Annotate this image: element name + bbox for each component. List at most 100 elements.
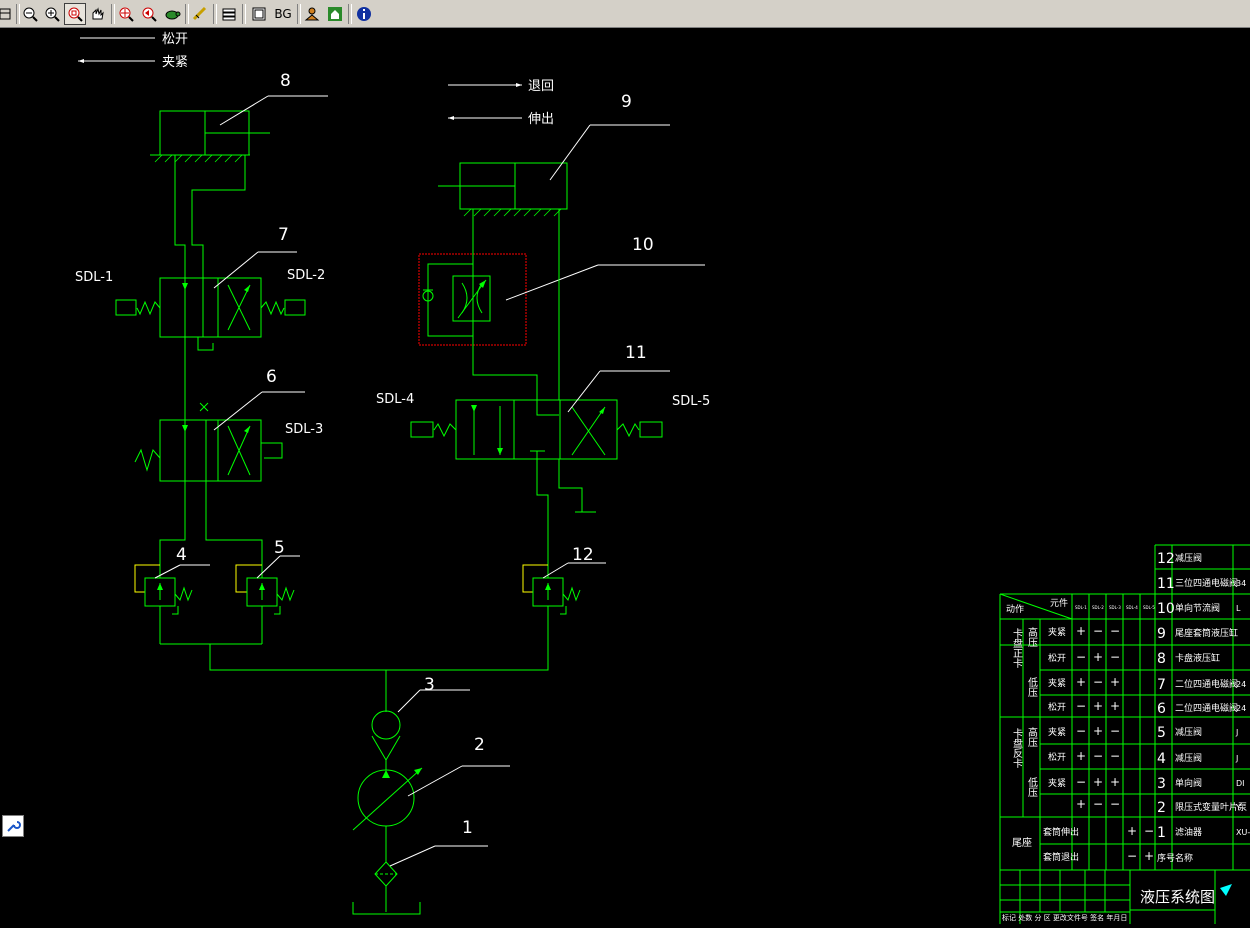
legend-right: 退回 伸出 (448, 79, 554, 127)
parts-list-no: 3 (1157, 776, 1166, 792)
high-pressure-2: 高压 (1026, 726, 1038, 748)
zoom-out-icon[interactable] (19, 3, 41, 25)
action-sign: − (1093, 797, 1103, 811)
group-tailstock: 尾座 (1012, 836, 1032, 849)
action-sign: + (1076, 624, 1086, 638)
label-5: 5 (274, 538, 285, 558)
parts-list-no: 4 (1157, 751, 1166, 767)
parts-list-no: 11 (1157, 576, 1175, 592)
col-sdl1: SDL-1 (1075, 605, 1087, 610)
action-label: 松开 (1048, 652, 1066, 664)
action-label: 松开 (1048, 751, 1066, 763)
throttle-valve-10[interactable] (418, 209, 705, 400)
label-9: 9 (621, 92, 632, 112)
parts-list-no: 1 (1157, 825, 1166, 841)
zoom-previous-icon[interactable] (138, 3, 160, 25)
label-3: 3 (424, 675, 435, 695)
action-label: 夹紧 (1048, 726, 1066, 738)
parts-list-no: 2 (1157, 800, 1166, 816)
header-element: 元件 (1050, 597, 1068, 609)
parts-list-name: 限压式变量叶片泵 (1175, 801, 1247, 813)
action-sign: − (1144, 824, 1154, 838)
parts-list (999, 544, 1250, 924)
parts-list-code: DI (1236, 779, 1245, 788)
action-sign: + (1076, 797, 1086, 811)
label-7: 7 (278, 225, 289, 245)
label-11: 11 (625, 343, 647, 363)
zoom-in-icon[interactable] (41, 3, 63, 25)
layer-stack-icon[interactable] (218, 3, 240, 25)
person-icon[interactable] (301, 3, 323, 25)
label-1: 1 (462, 818, 473, 838)
check-valve-3[interactable] (371, 689, 470, 770)
tailstock-cylinder-9[interactable] (438, 124, 670, 217)
action-label: 套筒退出 (1043, 851, 1079, 863)
turtle-icon[interactable] (161, 3, 183, 25)
pressure-reducer-4[interactable] (134, 564, 210, 644)
parts-list-code: 24 (1236, 704, 1246, 713)
parts-list-no: 8 (1157, 651, 1166, 667)
zoom-extents-icon[interactable] (115, 3, 137, 25)
action-sign: − (1110, 624, 1120, 638)
pressure-reducer-12[interactable] (522, 562, 606, 615)
parts-list-code: L (1236, 604, 1241, 613)
legend-release: 松开 (162, 32, 188, 47)
parts-list-no: 12 (1157, 551, 1175, 567)
filter-1[interactable] (352, 845, 488, 915)
action-sign: − (1110, 650, 1120, 664)
label-12: 12 (572, 545, 594, 565)
valve-11[interactable] (410, 370, 670, 460)
valve-6[interactable] (134, 391, 305, 482)
layers-icon[interactable] (0, 3, 16, 25)
revision-labels: 标记 处数 分 区 更改文件号 签名 年月日 (1002, 913, 1127, 922)
parts-list-name: 减压阀 (1175, 752, 1202, 764)
action-label: 松开 (1048, 701, 1066, 713)
group-chuck-reverse: 卡盘反卡 (1011, 727, 1023, 769)
label-2: 2 (474, 735, 485, 755)
zoom-window-icon[interactable] (64, 3, 86, 25)
action-sign: + (1093, 775, 1103, 789)
parts-list-name: 卡盘液压缸 (1175, 652, 1220, 664)
background-icon[interactable]: BG (271, 3, 295, 25)
legend-clamp: 夹紧 (162, 55, 188, 70)
info-icon[interactable] (353, 3, 375, 25)
valve-7[interactable] (115, 251, 306, 351)
label-sdl2: SDL-2 (287, 268, 325, 283)
parts-list-name: 二位四通电磁阀 (1175, 702, 1238, 714)
parts-list-name: 减压阀 (1175, 552, 1202, 564)
wrench-icon[interactable] (2, 815, 24, 837)
screen-icon[interactable] (248, 3, 270, 25)
group-chuck-forward: 卡盘正卡 (1011, 627, 1023, 669)
parts-list-name: 单向节流阀 (1175, 602, 1220, 614)
col-sdl4: SDL-4 (1126, 605, 1138, 610)
action-sign: − (1076, 775, 1086, 789)
action-label: 套筒伸出 (1043, 826, 1079, 838)
pressure-reducer-5[interactable] (235, 555, 300, 644)
action-sign: + (1110, 699, 1120, 713)
legend-retract: 退回 (528, 79, 554, 94)
legend-left: 松开 夹紧 (78, 32, 188, 70)
action-sign: + (1076, 675, 1086, 689)
col-sdl3: SDL-3 (1109, 605, 1121, 610)
action-sign: − (1076, 650, 1086, 664)
parts-list-no: 10 (1157, 601, 1175, 617)
label-10: 10 (632, 235, 654, 255)
toolbar: BG (0, 0, 1250, 28)
measure-icon[interactable] (189, 3, 211, 25)
pan-icon[interactable] (87, 3, 109, 25)
action-sign: − (1076, 724, 1086, 738)
background-label: BG (274, 7, 292, 21)
home-icon[interactable] (324, 3, 346, 25)
variable-pump-2[interactable] (352, 765, 510, 862)
parts-list-name: 减压阀 (1175, 726, 1202, 738)
action-sign: − (1110, 724, 1120, 738)
parts-list-code: J (1235, 754, 1238, 763)
action-sign: + (1076, 749, 1086, 763)
drawing-canvas[interactable]: 松开 夹紧 退回 伸出 8 (0, 28, 1250, 924)
label-sdl5: SDL-5 (672, 394, 710, 409)
label-4: 4 (176, 545, 187, 565)
col-sdl5: SDL-5 (1143, 605, 1155, 610)
parts-list-code: Y (1235, 803, 1241, 812)
chuck-cylinder-8[interactable] (150, 95, 328, 163)
